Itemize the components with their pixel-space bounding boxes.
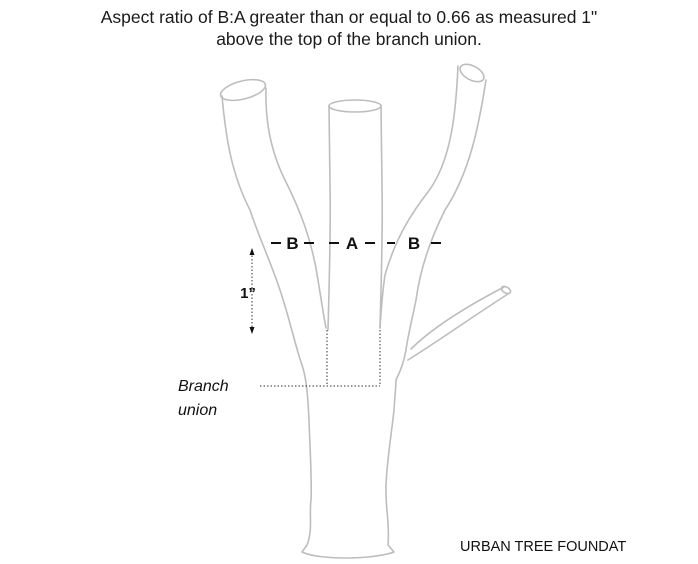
tree-outline: [219, 63, 512, 559]
trunk: [301, 364, 397, 559]
union-label-line-1: Branch: [178, 378, 229, 395]
label-a: A: [346, 234, 358, 253]
left-stem-inner: [265, 87, 327, 329]
label-b-right: B: [408, 234, 420, 253]
diameter-markers: B A B: [271, 234, 441, 253]
distance-arrow-top: [249, 248, 255, 255]
side-branch-upper: [410, 286, 505, 350]
caption-line-1: Aspect ratio of B:A greater than or equa…: [100, 7, 598, 27]
distance-arrow-bottom: [249, 327, 255, 334]
side-branch-tip: [500, 285, 512, 295]
left-stem-cut: [219, 78, 267, 102]
branch-union-indicator: Branch union: [178, 330, 381, 419]
distance-indicator: 1”: [240, 248, 256, 334]
right-stem-outer: [395, 79, 487, 381]
center-stem-cut: [328, 99, 382, 113]
center-stem-left: [327, 105, 332, 331]
right-stem-cut: [459, 63, 485, 83]
diagram-caption: Aspect ratio of B:A greater than or equa…: [0, 6, 698, 50]
side-branch-lower: [407, 293, 509, 361]
label-b-left: B: [286, 234, 298, 253]
distance-label: 1”: [240, 285, 256, 302]
left-stem-outer: [221, 95, 303, 366]
footer-credit: URBAN TREE FOUNDAT: [460, 539, 626, 555]
right-stem-inner: [379, 65, 459, 329]
caption-line-2: above the top of the branch union.: [216, 29, 482, 49]
union-label-line-2: union: [178, 402, 217, 419]
